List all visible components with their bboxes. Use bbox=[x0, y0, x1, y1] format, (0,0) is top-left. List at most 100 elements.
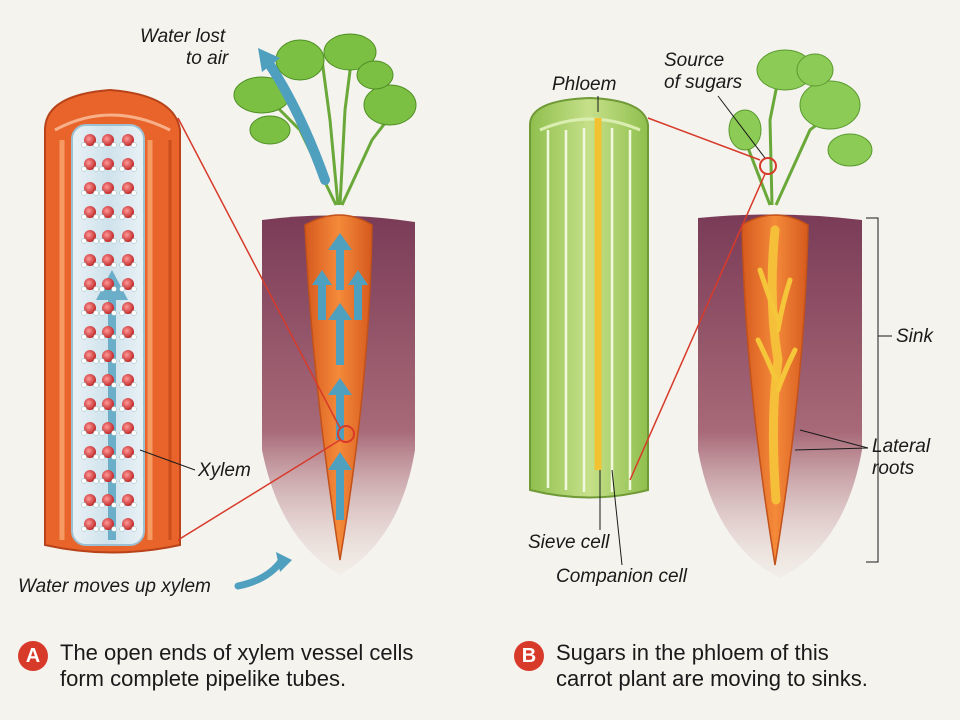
hydrogen-atom bbox=[131, 478, 137, 484]
hydrogen-atom bbox=[93, 190, 99, 196]
hydrogen-atom bbox=[131, 142, 137, 148]
water-molecule bbox=[102, 422, 114, 434]
hydrogen-atom bbox=[131, 262, 137, 268]
water-molecule bbox=[84, 470, 96, 482]
hydrogen-atom bbox=[81, 358, 87, 364]
hydrogen-atom bbox=[99, 454, 105, 460]
label-lateral-line1: Lateral bbox=[872, 436, 931, 457]
hydrogen-atom bbox=[99, 166, 105, 172]
hydrogen-atom bbox=[93, 214, 99, 220]
label-water-lost-line1: Water lost bbox=[140, 26, 226, 47]
water-molecule bbox=[102, 134, 114, 146]
water-molecules bbox=[81, 134, 137, 532]
label-source-line2: of sugars bbox=[664, 72, 743, 93]
water-molecule bbox=[122, 470, 134, 482]
hydrogen-atom bbox=[93, 238, 99, 244]
hydrogen-atom bbox=[111, 190, 117, 196]
label-water-moves-up: Water moves up xylem bbox=[18, 576, 211, 597]
hydrogen-atom bbox=[99, 142, 105, 148]
leaves-a bbox=[233, 33, 417, 206]
hydrogen-atom bbox=[93, 382, 99, 388]
badge-a: A bbox=[18, 641, 48, 671]
hydrogen-atom bbox=[119, 526, 125, 532]
hydrogen-atom bbox=[111, 430, 117, 436]
hydrogen-atom bbox=[111, 142, 117, 148]
hydrogen-atom bbox=[111, 358, 117, 364]
water-molecule bbox=[122, 182, 134, 194]
water-molecule bbox=[84, 254, 96, 266]
label-lateral-roots: Lateral roots bbox=[872, 436, 930, 480]
water-molecule bbox=[122, 374, 134, 386]
label-companion-cell: Companion cell bbox=[556, 566, 687, 587]
water-molecule bbox=[84, 134, 96, 146]
hydrogen-atom bbox=[111, 406, 117, 412]
hydrogen-atom bbox=[111, 310, 117, 316]
caption-a: The open ends of xylem vessel cells form… bbox=[60, 640, 413, 692]
water-molecule bbox=[84, 278, 96, 290]
hydrogen-atom bbox=[99, 310, 105, 316]
hydrogen-atom bbox=[93, 358, 99, 364]
hydrogen-atom bbox=[111, 286, 117, 292]
hydrogen-atom bbox=[99, 406, 105, 412]
hydrogen-atom bbox=[131, 454, 137, 460]
water-molecule bbox=[102, 254, 114, 266]
hydrogen-atom bbox=[119, 286, 125, 292]
water-molecule bbox=[122, 494, 134, 506]
hydrogen-atom bbox=[99, 214, 105, 220]
hydrogen-atom bbox=[111, 262, 117, 268]
caption-b-line1: Sugars in the phloem of this bbox=[556, 640, 829, 665]
hydrogen-atom bbox=[81, 238, 87, 244]
water-molecule bbox=[84, 326, 96, 338]
hydrogen-atom bbox=[131, 214, 137, 220]
hydrogen-atom bbox=[131, 310, 137, 316]
hydrogen-atom bbox=[111, 334, 117, 340]
hydrogen-atom bbox=[93, 478, 99, 484]
hydrogen-atom bbox=[99, 190, 105, 196]
water-molecule bbox=[122, 158, 134, 170]
hydrogen-atom bbox=[131, 238, 137, 244]
hydrogen-atom bbox=[81, 190, 87, 196]
label-xylem: Xylem bbox=[198, 460, 251, 481]
hydrogen-atom bbox=[81, 430, 87, 436]
label-lateral-line2: roots bbox=[872, 458, 915, 479]
water-molecule bbox=[102, 470, 114, 482]
hydrogen-atom bbox=[93, 310, 99, 316]
hydrogen-atom bbox=[111, 166, 117, 172]
water-molecule bbox=[122, 230, 134, 242]
water-molecule bbox=[102, 206, 114, 218]
water-molecule bbox=[122, 302, 134, 314]
hydrogen-atom bbox=[111, 478, 117, 484]
hydrogen-atom bbox=[99, 382, 105, 388]
hydrogen-atom bbox=[93, 142, 99, 148]
water-molecule bbox=[102, 494, 114, 506]
water-molecule bbox=[84, 518, 96, 530]
water-molecule bbox=[84, 158, 96, 170]
hydrogen-atom bbox=[111, 502, 117, 508]
hydrogen-atom bbox=[81, 502, 87, 508]
hydrogen-atom bbox=[81, 286, 87, 292]
water-molecule bbox=[84, 182, 96, 194]
water-molecule bbox=[102, 446, 114, 458]
carrot-a bbox=[304, 214, 373, 561]
hydrogen-atom bbox=[111, 454, 117, 460]
water-molecule bbox=[122, 278, 134, 290]
hydrogen-atom bbox=[131, 166, 137, 172]
label-source-of-sugars: Source of sugars bbox=[664, 50, 742, 94]
hydrogen-atom bbox=[93, 286, 99, 292]
hydrogen-atom bbox=[81, 406, 87, 412]
hydrogen-atom bbox=[81, 310, 87, 316]
water-molecule bbox=[122, 206, 134, 218]
water-molecule bbox=[84, 230, 96, 242]
hydrogen-atom bbox=[119, 430, 125, 436]
hydrogen-atom bbox=[119, 358, 125, 364]
hydrogen-atom bbox=[93, 262, 99, 268]
hydrogen-atom bbox=[93, 166, 99, 172]
hydrogen-atom bbox=[99, 286, 105, 292]
hydrogen-atom bbox=[131, 502, 137, 508]
hydrogen-atom bbox=[93, 454, 99, 460]
water-molecule bbox=[122, 446, 134, 458]
hydrogen-atom bbox=[119, 142, 125, 148]
hydrogen-atom bbox=[99, 526, 105, 532]
water-molecule bbox=[84, 446, 96, 458]
